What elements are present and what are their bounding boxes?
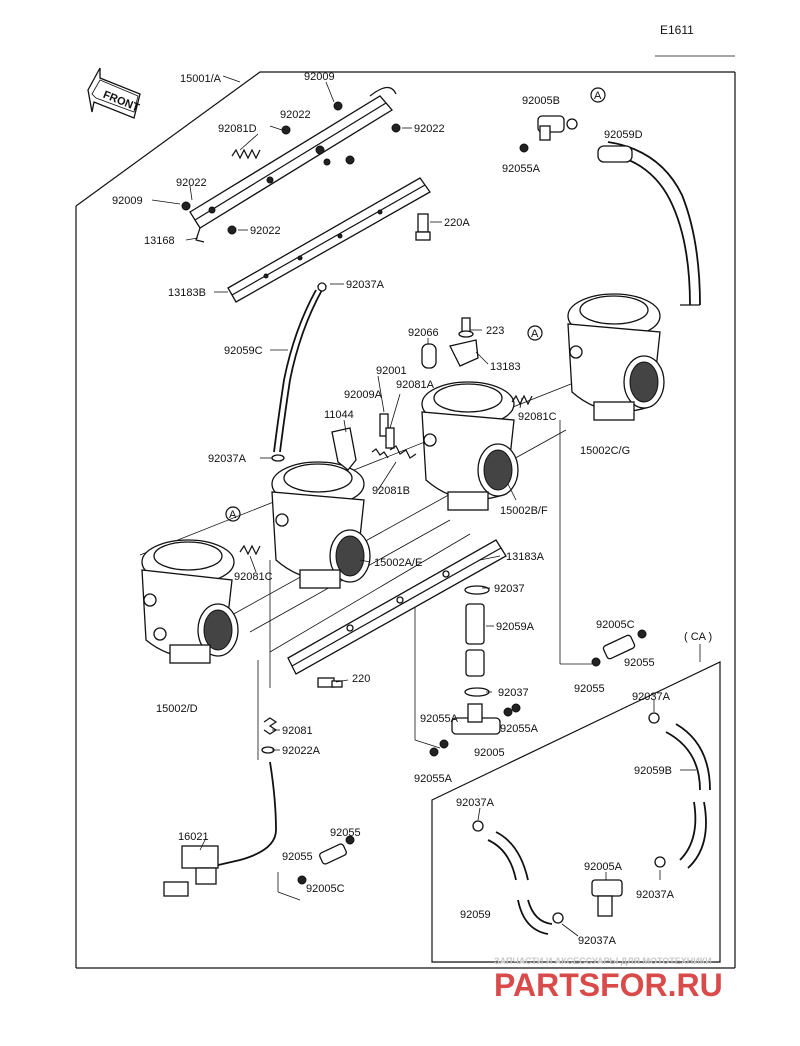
label-15002cg: 15002C/G — [580, 445, 630, 457]
fitting-92005c-bottom — [277, 835, 355, 901]
label-92059d: 92059D — [604, 129, 643, 141]
label-92037a: 92037A — [636, 889, 675, 901]
ca-box-label: ( CA ) — [684, 631, 712, 643]
svg-text:A: A — [594, 90, 602, 102]
linkage-parts — [331, 413, 417, 471]
fitting-92005 — [429, 703, 521, 757]
hose-92059a — [464, 585, 490, 697]
ca-hoses — [472, 712, 711, 935]
label-92055a: 92055A — [500, 723, 539, 735]
carburetor-15002cg — [567, 293, 665, 421]
label-92081c: 92081C — [234, 571, 273, 583]
label-220a: 220A — [444, 217, 470, 229]
label-92001: 92001 — [376, 365, 407, 377]
label-92059c: 92059C — [224, 345, 263, 357]
ca-detail-box: ( CA ) — [431, 631, 721, 963]
leader-lines — [151, 75, 696, 937]
label-92059b: 92059B — [634, 765, 672, 777]
label-92037a: 92037A — [208, 453, 247, 465]
label-11044: 11044 — [324, 409, 354, 421]
label-92009a: 92009A — [344, 389, 383, 401]
label-92081c: 92081C — [518, 411, 557, 423]
hose-92059d — [597, 141, 701, 306]
label-92005a: 92005A — [584, 861, 623, 873]
svg-text:A: A — [229, 509, 237, 521]
label-92055: 92055 — [330, 827, 361, 839]
assembly-frame — [75, 55, 736, 969]
label-92005c: 92005C — [306, 883, 345, 895]
part-labels: 15001/A 92009 92022 92081D 92022 92022 9… — [112, 71, 675, 947]
label-92022: 92022 — [414, 123, 445, 135]
front-arrow-icon: FRONT — [87, 67, 141, 119]
label-92022a: 92022A — [282, 745, 321, 757]
carburetor-15002d — [141, 539, 239, 664]
marker-a-1: A — [590, 87, 606, 103]
label-92055a: 92055A — [414, 773, 453, 785]
label-92081: 92081 — [282, 725, 313, 737]
top-small-parts — [421, 317, 479, 369]
label-13168: 13168 — [144, 235, 175, 247]
label-92022: 92022 — [250, 225, 281, 237]
label-92037a: 92037A — [578, 935, 617, 947]
label-92009: 92009 — [304, 71, 335, 83]
label-15002d: 15002/D — [156, 703, 198, 715]
label-15002bf: 15002B/F — [500, 505, 548, 517]
label-92055: 92055 — [574, 683, 605, 695]
label-92055: 92055 — [282, 851, 313, 863]
label-92037: 92037 — [498, 687, 529, 699]
label-92005c: 92005C — [596, 619, 635, 631]
label-16021: 16021 — [178, 831, 209, 843]
label-92081b: 92081B — [372, 485, 410, 497]
label-13183: 13183 — [490, 361, 521, 373]
label-13183a: 13183A — [506, 551, 545, 563]
label-92005: 92005 — [474, 747, 505, 759]
label-92066: 92066 — [408, 327, 439, 339]
watermark: ЗАПЧАСТИ И АКСЕССУАРЫ ДЛЯ МОТОТЕХНИКИ PA… — [494, 956, 723, 1003]
label-92081d: 92081D — [218, 123, 257, 135]
lower-bracket-13183b — [227, 177, 431, 303]
label-92059a: 92059A — [496, 621, 535, 633]
fitting-92005b — [519, 115, 578, 153]
marker-a-2: A — [527, 325, 543, 341]
marker-a-3: A — [225, 506, 241, 522]
throttle-cable-16021 — [163, 717, 278, 897]
label-92055: 92055 — [624, 657, 655, 669]
label-220: 220 — [352, 673, 370, 685]
label-92055a: 92055A — [502, 163, 541, 175]
carburetor-15002bf — [421, 381, 533, 511]
watermark-tagline: ЗАПЧАСТИ И АКСЕССУАРЫ ДЛЯ МОТОТЕХНИКИ — [494, 956, 712, 966]
label-92059: 92059 — [460, 909, 491, 921]
label-223: 223 — [486, 325, 504, 337]
lower-bracket-13183a — [287, 539, 507, 688]
upper-bracket — [181, 86, 401, 243]
label-15002ae: 15002A/E — [374, 557, 422, 569]
label-15001a: 15001/A — [180, 73, 222, 85]
label-92022: 92022 — [176, 177, 207, 189]
label-13183b: 13183B — [168, 287, 206, 299]
svg-text:A: A — [531, 328, 539, 340]
carburetor-15002ae — [239, 461, 371, 589]
label-92037a: 92037A — [456, 797, 495, 809]
label-92009: 92009 — [112, 195, 143, 207]
hose-92059c — [271, 282, 327, 462]
label-92081a: 92081A — [396, 379, 435, 391]
diagram-code: E1611 — [660, 23, 694, 37]
label-92037a: 92037A — [346, 279, 385, 291]
label-92055a: 92055A — [420, 713, 459, 725]
watermark-logo: PARTSFOR.RU — [494, 967, 723, 1003]
label-92005b: 92005B — [522, 95, 560, 107]
label-92022: 92022 — [280, 109, 311, 121]
label-92037: 92037 — [494, 583, 525, 595]
label-92037a: 92037A — [632, 691, 671, 703]
fitting-92005c-right — [591, 629, 647, 667]
